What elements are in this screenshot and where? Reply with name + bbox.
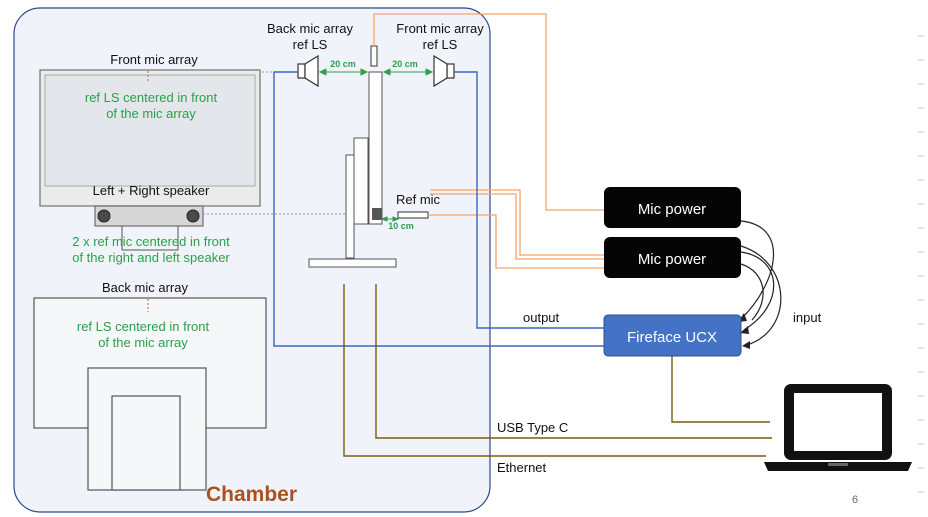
- left-speaker-icon: [97, 209, 111, 223]
- edge-ticks: [918, 35, 924, 493]
- front-note-line-2: of the mic array: [106, 106, 196, 121]
- front-monitor-screen: [44, 74, 256, 187]
- olive-cables: [343, 284, 772, 457]
- output-label: output: [523, 310, 560, 325]
- back-note-line-1: ref LS centered in front: [77, 319, 210, 334]
- back-note-line-2: of the mic array: [98, 335, 188, 350]
- mic-power-label-2: Mic power: [638, 251, 706, 268]
- back-ref-ls-icon: [297, 54, 319, 88]
- dist-arrow-left: [318, 68, 369, 76]
- front-ref-ls-label-1: Front mic array: [396, 21, 484, 36]
- right-speaker-icon: [186, 209, 200, 223]
- fireface-box: [603, 314, 742, 357]
- ethernet-label: Ethernet: [497, 460, 547, 475]
- blue-cables: [273, 71, 604, 347]
- front-mic-array-label: Front mic array: [110, 52, 198, 67]
- ref-mic-dist-label: 10 cm: [388, 221, 414, 231]
- stand-pole: [368, 71, 383, 225]
- ref-mic-holder: [372, 208, 382, 220]
- dist-left-label: 20 cm: [330, 59, 356, 69]
- front-ref-ls-label-2: ref LS: [423, 37, 458, 52]
- fireface-label: Fireface UCX: [627, 329, 717, 346]
- ref-mic-label: Ref mic: [396, 192, 441, 207]
- ref-mic-dist-arrow: [380, 216, 400, 222]
- mic-power-box-2: [604, 237, 741, 278]
- back-monitor-stand-inner: [111, 395, 181, 491]
- speaker-note-line-1: 2 x ref mic centered in front: [72, 234, 230, 249]
- mic-power-label-1: Mic power: [638, 201, 706, 218]
- back-ref-ls-label-2: ref LS: [293, 37, 328, 52]
- top-mic-icon: [370, 45, 378, 67]
- dist-right-label: 20 cm: [392, 59, 418, 69]
- chamber-label: Chamber: [206, 483, 297, 506]
- back-mic-array-label: Back mic array: [102, 280, 188, 295]
- speaker-note-line-2: of the right and left speaker: [72, 250, 230, 265]
- stand-arm: [345, 154, 355, 259]
- speaker-stand: [121, 225, 179, 251]
- laptop-icon: [764, 384, 912, 471]
- left-right-speaker-label: Left + Right speaker: [93, 183, 210, 198]
- input-curves: [740, 220, 782, 346]
- back-ref-ls-label-1: Back mic array: [267, 21, 353, 36]
- stand-base: [308, 258, 397, 268]
- orange-cables: [373, 13, 604, 269]
- page-number: 6: [852, 494, 858, 506]
- stand-side: [353, 137, 369, 225]
- dist-arrow-right: [382, 68, 434, 76]
- mic-power-box-1: [604, 187, 741, 228]
- usb-label: USB Type C: [497, 420, 568, 435]
- front-ref-ls-icon: [433, 54, 455, 88]
- ref-mic-icon: [397, 211, 429, 219]
- front-note-line-1: ref LS centered in front: [85, 90, 218, 105]
- input-label: input: [793, 310, 822, 325]
